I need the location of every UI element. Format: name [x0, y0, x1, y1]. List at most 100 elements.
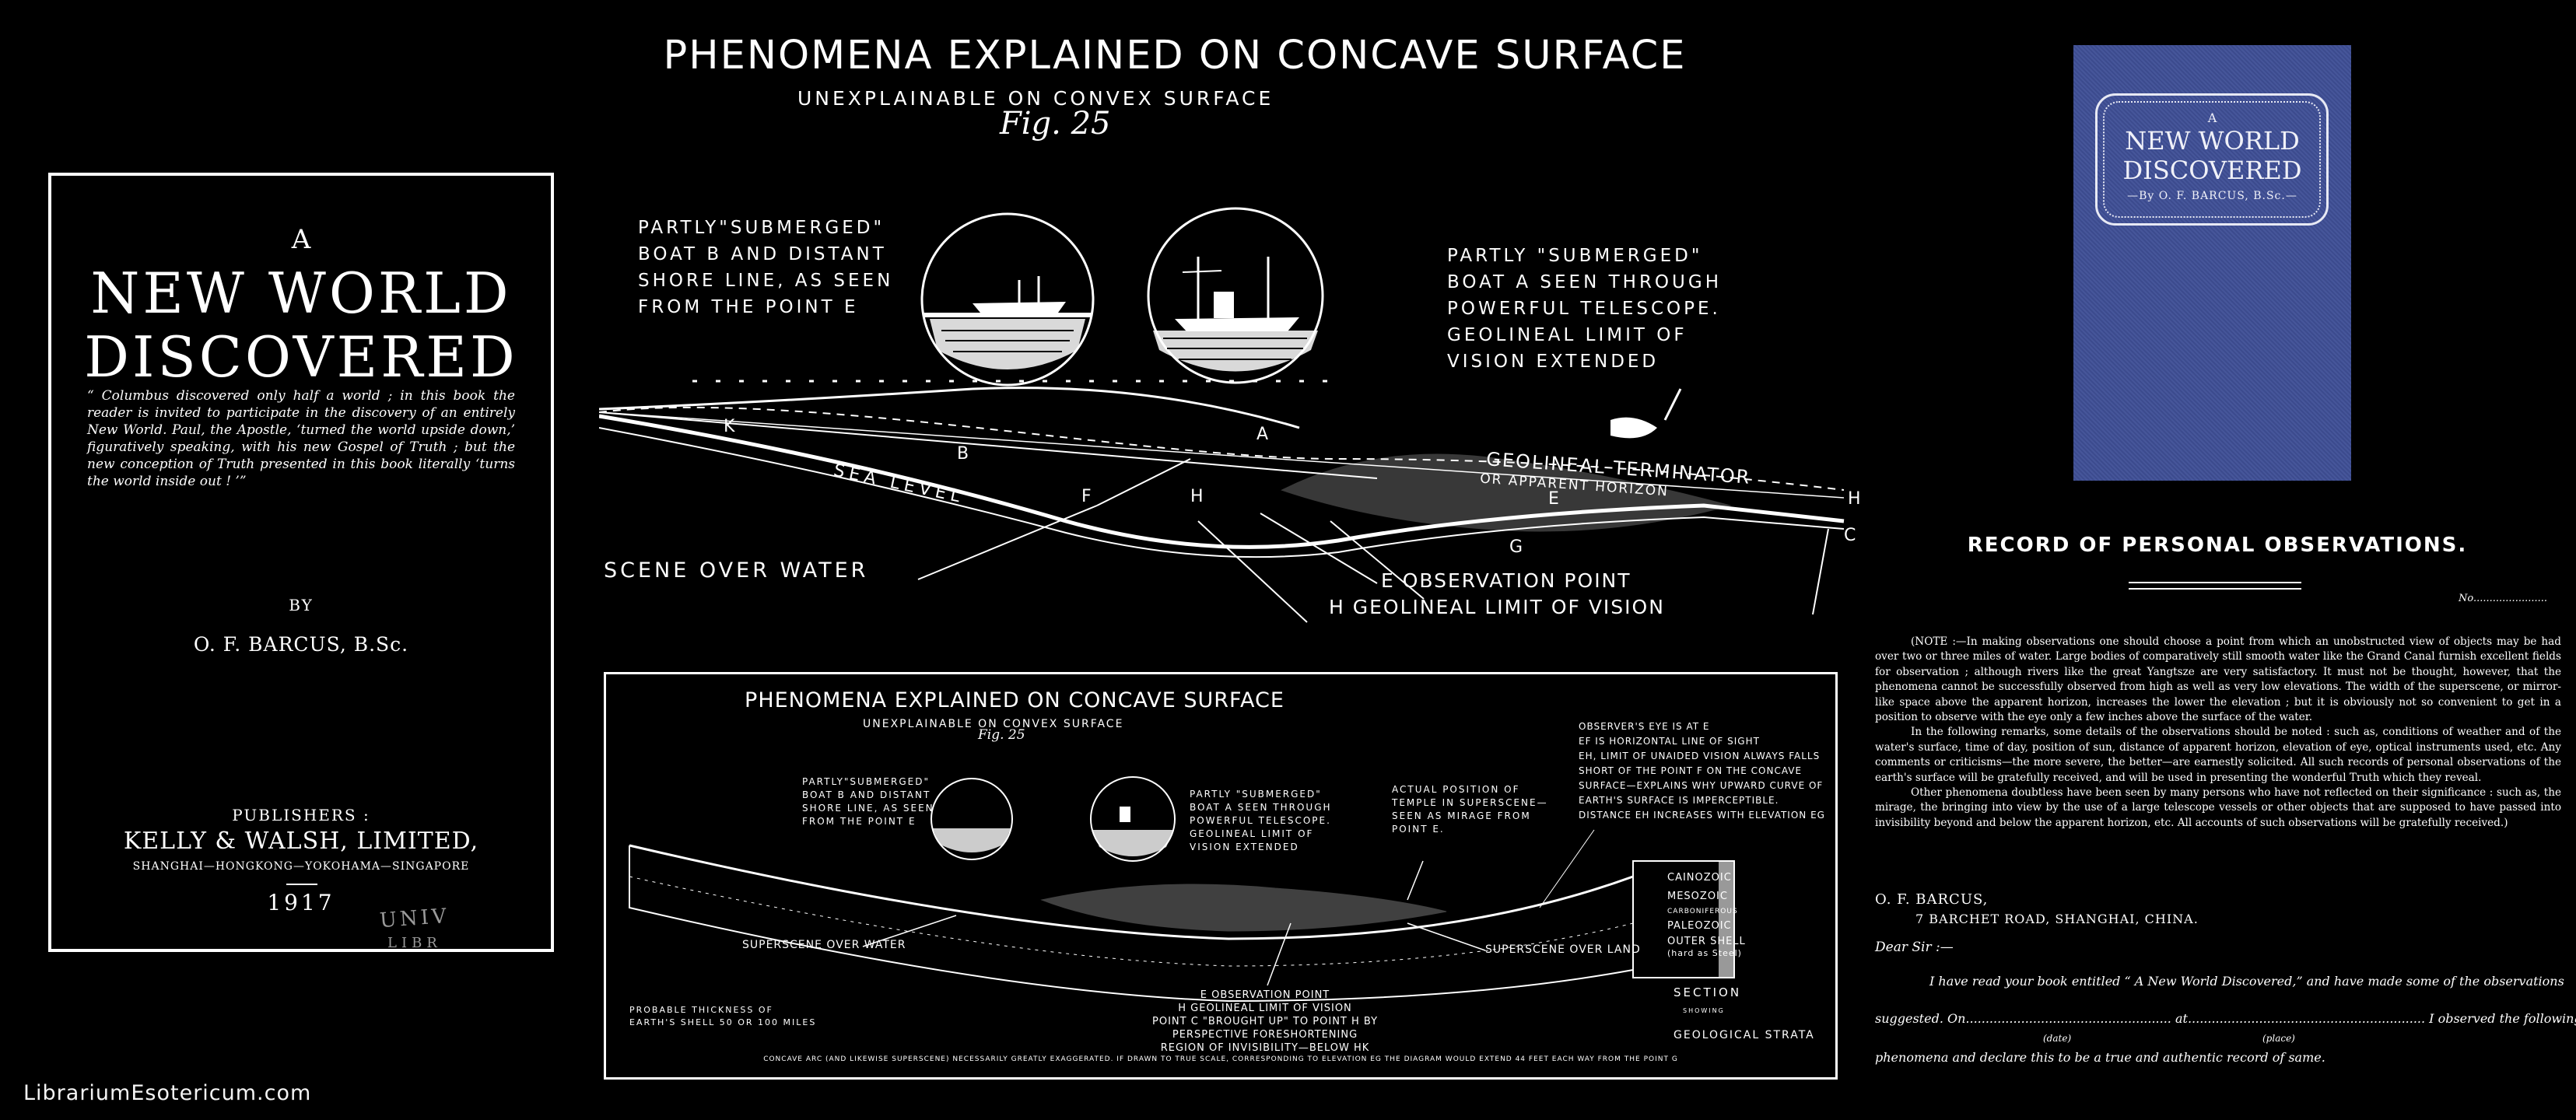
circle-view-boat-b [920, 212, 1095, 387]
lower-observation-note: E OBSERVATION POINT [1200, 989, 1330, 1001]
label-boat-a: PARTLY "SUBMERGED" BOAT A SEEN THROUGH P… [1447, 243, 1722, 375]
lower-label-line: GEOLINEAL LIMIT OF [1190, 828, 1314, 839]
observer-note: DISTANCE EH INCREASES WITH ELEVATION EG [1579, 810, 1825, 821]
cover-title: NEW WORLD DISCOVERED [2073, 126, 2351, 185]
record-rule [2129, 588, 2301, 590]
lower-figure-title: PHENOMENA EXPLAINED ON CONCAVE SURFACE [745, 688, 1284, 712]
lower-figure: PHENOMENA EXPLAINED ON CONCAVE SURFACE U… [604, 672, 1838, 1080]
lower-observation-note: POINT C "BROUGHT UP" TO POINT H BY [1152, 1016, 1379, 1027]
record-line2: suggested. On...........................… [1875, 1011, 2576, 1026]
title-divider [286, 884, 317, 885]
book-cover: A NEW WORLD DISCOVERED —By O. F. BARCUS,… [2073, 45, 2351, 481]
concave-surface [599, 380, 1845, 558]
label-boat-b-line: BOAT B AND DISTANT [638, 244, 887, 264]
observer-note: SURFACE—EXPLAINS WHY UPWARD CURVE OF [1579, 780, 1824, 791]
by-label: BY [289, 596, 314, 614]
lower-label-temple: ACTUAL POSITION OF TEMPLE IN SUPERSCENE—… [1392, 783, 1548, 836]
label-superscene-land: SUPERSCENE OVER LAND [1485, 943, 1641, 956]
place-label: (place) [2262, 1033, 2295, 1044]
lower-label-boat-a: PARTLY "SUBMERGED" BOAT A SEEN THROUGH P… [1190, 788, 1332, 854]
cover-title-line2: DISCOVERED [2122, 156, 2302, 185]
point-h: H [1190, 487, 1204, 506]
geological-strata-label: GEOLOGICAL STRATA [1674, 1029, 1815, 1041]
cover-title-line1: NEW WORLD [2125, 126, 2300, 156]
lower-label-line: VISION EXTENDED [1190, 842, 1299, 852]
point-c: C [1844, 526, 1856, 545]
record-line1: I have read your book entitled “ A New W… [1929, 974, 2564, 989]
strata-layer: CAINOZOIC [1667, 872, 1732, 884]
lower-label-line: FROM THE POINT E [802, 816, 916, 827]
main-figure: PHENOMENA EXPLAINED ON CONCAVE SURFACE U… [599, 23, 1875, 630]
cover-author: —By O. F. BARCUS, B.Sc.— [2127, 190, 2297, 202]
strata-layer: OUTER SHELL [1667, 936, 1746, 947]
point-h2: H [1848, 489, 1861, 509]
strata-layer: PALEOZOIC [1667, 920, 1732, 932]
figure-subtitle: UNEXPLAINABLE ON CONVEX SURFACE [797, 87, 1274, 110]
lower-label-line: PARTLY "SUBMERGED" [1190, 789, 1322, 800]
record-title: RECORD OF PERSONAL OBSERVATIONS. [1967, 534, 2468, 557]
lower-figure-subtitle: UNEXPLAINABLE ON CONVEX SURFACE [863, 718, 1124, 730]
label-boat-a-line: VISION EXTENDED [1447, 352, 1660, 372]
lower-figure-number: Fig. 25 [978, 727, 1025, 743]
observer-note: SHORT OF THE POINT F ON THE CONCAVE [1579, 765, 1803, 776]
lower-observation-notes: E OBSERVATION POINT H GEOLINEAL LIMIT OF… [1152, 989, 1378, 1055]
lower-label-line: ACTUAL POSITION OF [1392, 784, 1520, 795]
lower-figure-drawing [629, 776, 1735, 1003]
book-title-line1: NEW WORLD [90, 261, 512, 326]
lower-observation-note: PERSPECTIVE FORESHORTENING [1172, 1029, 1358, 1041]
author-name: O. F. BARCUS, B.Sc. [193, 633, 409, 656]
lower-figure-footnote: CONCAVE ARC (AND LIKEWISE SUPERSCENE) NE… [763, 1055, 1678, 1063]
observer-notes: OBSERVER'S EYE IS AT E EF IS HORIZONTAL … [1579, 719, 1835, 823]
lower-label-line: POINT E. [1392, 824, 1445, 835]
observer-note: EARTH'S SURFACE IS IMPERCEPTIBLE. [1579, 795, 1779, 806]
label-boat-b-line: FROM THE POINT E [638, 297, 859, 317]
book-title-line2: DISCOVERED [84, 324, 518, 390]
lower-label-line: TEMPLE IN SUPERSCENE— [1392, 797, 1548, 808]
circle-view-boat-a [1147, 207, 1324, 384]
publisher-cities: SHANGHAI—HONGKONG—YOKOHAMA—SINGAPORE [132, 860, 470, 873]
observer-note: OBSERVER'S EYE IS AT E [1579, 721, 1710, 732]
record-address: 7 BARCHET ROAD, SHANGHAI, CHINA. [1915, 912, 2199, 926]
watermark: LibrariumEsotericum.com [23, 1081, 312, 1105]
title-article: A [291, 224, 311, 255]
publisher-name: KELLY & WALSH, LIMITED, [123, 828, 479, 855]
point-k: K [724, 417, 735, 436]
record-body: (NOTE :—In making observations one shoul… [1875, 635, 2561, 831]
publication-year: 1917 [267, 890, 335, 915]
publishers-label: PUBLISHERS : [232, 806, 370, 824]
showing-label: SHOWING [1683, 1007, 1725, 1014]
strata-layer: MESOZOIC [1667, 891, 1728, 902]
shell-thickness-note: PROBABLE THICKNESS OF EARTH'S SHELL 50 O… [629, 1004, 816, 1029]
point-e: E [1548, 489, 1559, 509]
cover-article: A [2207, 110, 2217, 125]
label-boat-b-line: SHORE LINE, AS SEEN [638, 271, 894, 291]
record-salutation: Dear Sir :— [1875, 940, 1954, 955]
point-letters: K B A E H G C H F [724, 417, 1861, 557]
cover-frame [2095, 93, 2329, 226]
label-superscene-water: SUPERSCENE OVER WATER [742, 939, 906, 951]
figure-number: Fig. 25 [1000, 106, 1111, 142]
strata-layer: (hard as Steel) [1667, 948, 1742, 958]
label-observation-point: E OBSERVATION POINT [1381, 569, 1631, 592]
label-boat-a-line: BOAT A SEEN THROUGH [1447, 272, 1722, 292]
label-boat-b-line: PARTLY"SUBMERGED" [638, 218, 885, 238]
lower-label-boat-b: PARTLY"SUBMERGED" BOAT B AND DISTANT SHO… [802, 775, 934, 828]
point-a: A [1256, 425, 1268, 444]
record-form: RECORD OF PERSONAL OBSERVATIONS. No.....… [1875, 521, 2576, 1097]
point-b: B [957, 444, 969, 464]
record-paragraph: In the following remarks, some details o… [1875, 726, 2561, 784]
date-label: (date) [2043, 1033, 2072, 1044]
leader-lines [917, 458, 1829, 623]
lower-label-line: SEEN AS MIRAGE FROM [1392, 810, 1531, 821]
strata-layers: CAINOZOIC MESOZOIC CARBONIFEROUS PALEOZO… [1667, 869, 1746, 959]
point-g: G [1509, 537, 1523, 557]
label-boat-a-line: GEOLINEAL LIMIT OF [1447, 325, 1688, 345]
record-paragraph: (NOTE :—In making observations one shoul… [1875, 635, 2561, 724]
record-number: No....................... [2459, 593, 2548, 604]
shell-thickness-line: PROBABLE THICKNESS OF [629, 1005, 773, 1015]
lower-label-line: SHORE LINE, AS SEEN [802, 803, 934, 814]
library-stamp-line2: LIBR [387, 935, 442, 951]
point-f: F [1081, 487, 1092, 506]
record-author-name: O. F. BARCUS, [1875, 891, 1989, 908]
label-boat-a-line: PARTLY "SUBMERGED" [1447, 246, 1703, 266]
